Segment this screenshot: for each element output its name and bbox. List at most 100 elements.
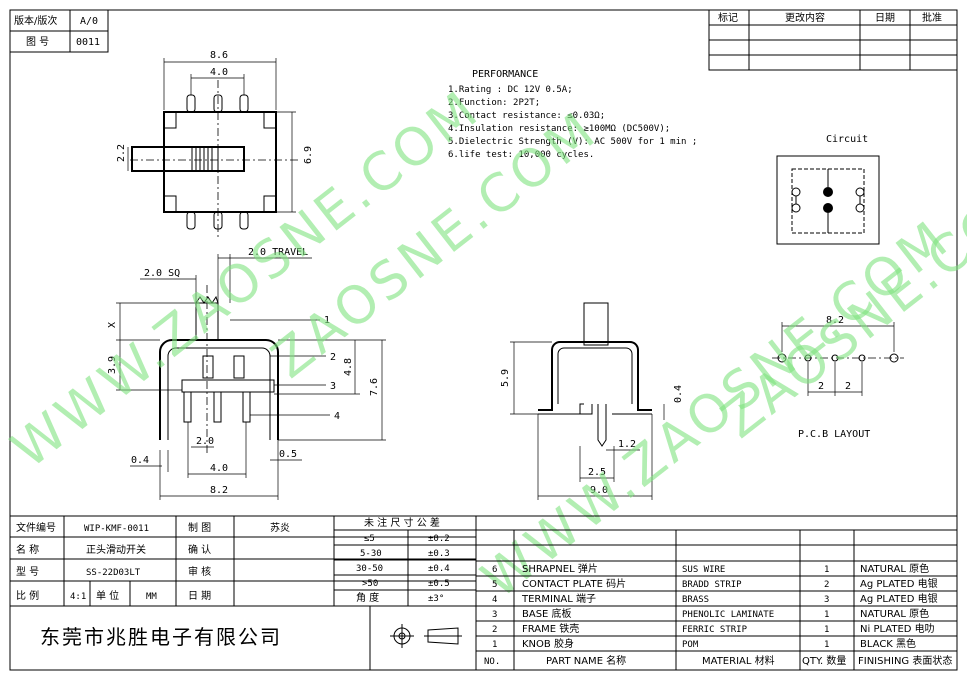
side-view: 5.9 0.4 1.2 2.5 9.0 bbox=[500, 302, 684, 500]
dim-82: 8.2 bbox=[210, 485, 228, 496]
pcb-dim-total: 8.2 bbox=[826, 315, 844, 326]
version-label: 版本/版次 bbox=[14, 14, 57, 27]
dim-x: X bbox=[107, 322, 118, 328]
bom-header-part: PART NAME 名称 bbox=[546, 654, 626, 667]
drawing-no-value: 0011 bbox=[76, 37, 100, 48]
bom-row-4-no: 4 bbox=[492, 595, 497, 605]
info-role-review: 审 核 bbox=[188, 565, 211, 578]
info-role-confirm: 确 认 bbox=[188, 543, 211, 556]
info-label-model: 型 号 bbox=[16, 565, 39, 578]
bom-row-1-qty: 1 bbox=[824, 640, 829, 650]
performance-line-2: 2.Function: 2P2T; bbox=[448, 98, 540, 108]
info-role-draw: 制 图 bbox=[188, 521, 211, 534]
tol-range-1: ≤5 bbox=[364, 534, 375, 544]
callout-2: 2 bbox=[330, 352, 336, 363]
bom-row-5-part: CONTACT PLATE 码片 bbox=[522, 577, 626, 590]
drawing-no-label: 图 号 bbox=[26, 36, 49, 48]
dim-48: 4.8 bbox=[343, 358, 354, 376]
bom-row-3-part: BASE 底板 bbox=[522, 607, 572, 620]
rev-header-mark: 标记 bbox=[718, 12, 738, 24]
callout-1: 1 bbox=[324, 315, 330, 326]
circuit-diagram: Circuit bbox=[776, 134, 880, 245]
front-view: 2.0 SQ 2.0 TRAVEL X 3.9 4.8 7.6 2.0 0.4 bbox=[107, 247, 386, 500]
performance-title: PERFORMANCE bbox=[472, 69, 538, 80]
tol-range-5: 角 度 bbox=[356, 591, 379, 604]
info-value-scale: 4:1 bbox=[70, 592, 86, 602]
revision-table: 标记 更改内容 日期 批准 bbox=[708, 9, 958, 71]
title-block: 版本/版次 A/0 图 号 0011 bbox=[9, 9, 109, 53]
tol-range-3: 30-50 bbox=[356, 564, 383, 574]
dim-12: 1.2 bbox=[618, 439, 636, 450]
tol-range-2: 5-30 bbox=[360, 549, 382, 559]
bom-row-5-qty: 2 bbox=[824, 580, 829, 590]
bom-row-4-finish: Ag PLATED 电银 bbox=[860, 592, 938, 605]
performance-block: PERFORMANCE 1.Rating : DC 12V 0.5A; 2.Fu… bbox=[448, 69, 697, 160]
rev-header-content: 更改内容 bbox=[785, 11, 825, 24]
info-role-date: 日 期 bbox=[188, 590, 211, 602]
bom-row-1-no: 1 bbox=[492, 640, 497, 650]
info-unit-value: MM bbox=[146, 592, 157, 602]
bom-table: 6 SHRAPNEL 弹片 SUS WIRE 1 NATURAL 原色 5 CO… bbox=[476, 529, 957, 670]
tol-range-4: >50 bbox=[362, 579, 378, 589]
performance-line-5: 5.Dielectric Strength (V): AC 500V for 1… bbox=[448, 137, 697, 147]
bom-row-6-qty: 1 bbox=[824, 565, 829, 575]
tol-value-4: ±0.5 bbox=[428, 579, 450, 589]
bom-row-4-part: TERMINAL 端子 bbox=[521, 592, 596, 605]
tol-value-3: ±0.4 bbox=[428, 564, 450, 574]
dim-25: 2.5 bbox=[588, 467, 606, 478]
circuit-label: Circuit bbox=[826, 134, 868, 145]
bom-row-2-no: 2 bbox=[492, 625, 497, 635]
dim-knob: 2.2 bbox=[116, 144, 127, 162]
performance-line-4: 4.Insulation resistance: ≥100MΩ (DC500V)… bbox=[448, 124, 670, 134]
performance-line-1: 1.Rating : DC 12V 0.5A; bbox=[448, 85, 573, 95]
side-dim-04: 0.4 bbox=[673, 385, 684, 403]
bom-row-1-part: KNOB 胶身 bbox=[522, 637, 574, 650]
tol-value-1: ±0.2 bbox=[428, 534, 450, 544]
tol-value-5: ±3° bbox=[428, 594, 444, 604]
top-view: 8.6 4.0 2.2 6.9 bbox=[116, 50, 314, 238]
pcb-dim-pitch-a: 2 bbox=[818, 381, 824, 392]
dim-39: 3.9 bbox=[107, 356, 118, 374]
bom-row-3-no: 3 bbox=[492, 610, 497, 620]
bom-row-2-part: FRAME 铁壳 bbox=[522, 622, 579, 635]
dim-59: 5.9 bbox=[500, 369, 511, 387]
dim-04: 0.4 bbox=[131, 455, 149, 466]
callout-4: 4 bbox=[334, 411, 340, 422]
info-block: 文件编号 WIP-KMF-0011 制 图 苏炎 名 称 正头滑动开关 确 认 … bbox=[9, 515, 958, 671]
pcb-layout: 8.2 2 2 P.C.B LAYOUT bbox=[772, 315, 904, 440]
info-value-name: 正头滑动开关 bbox=[86, 543, 146, 556]
bom-header-material: MATERIAL 材料 bbox=[702, 654, 775, 667]
bom-header-qty: QTY. 数量 bbox=[802, 654, 846, 667]
dim-width: 8.6 bbox=[210, 50, 228, 61]
dim-travel: 2.0 TRAVEL bbox=[248, 247, 308, 258]
dim-sq: 2.0 SQ bbox=[144, 268, 180, 279]
version-value: A/0 bbox=[80, 16, 98, 27]
bom-row-5-material: BRADD STRIP bbox=[682, 580, 742, 590]
dim-05: 0.5 bbox=[279, 449, 297, 460]
bom-row-5-no: 5 bbox=[492, 580, 497, 590]
bom-row-6-no: 6 bbox=[492, 565, 497, 575]
bom-row-4-material: BRASS bbox=[682, 595, 709, 605]
bom-row-5-finish: Ag PLATED 电银 bbox=[860, 577, 938, 590]
dim-20: 2.0 bbox=[196, 436, 214, 447]
dim-height: 6.9 bbox=[303, 146, 314, 164]
bom-row-6-part: SHRAPNEL 弹片 bbox=[522, 562, 598, 575]
bom-row-2-material: FERRIC STRIP bbox=[682, 625, 748, 635]
performance-line-3: 3.Contact resistance: ≤0.03Ω; bbox=[448, 111, 605, 121]
tolerance-table: 未 注 尺 寸 公 差 ≤5 ±0.2 5-30 ±0.3 30-50 ±0.4… bbox=[334, 516, 476, 606]
tol-value-2: ±0.3 bbox=[428, 549, 450, 559]
company-name: 东莞市兆胜电子有限公司 bbox=[40, 625, 282, 649]
bom-row-3-material: PHENOLIC LAMINATE bbox=[682, 610, 774, 620]
dim-90: 9.0 bbox=[590, 485, 608, 496]
bom-row-1-finish: BLACK 黑色 bbox=[860, 637, 916, 650]
bom-row-3-finish: NATURAL 原色 bbox=[860, 607, 929, 620]
bom-row-3-qty: 1 bbox=[824, 610, 829, 620]
info-value-file-no: WIP-KMF-0011 bbox=[84, 524, 149, 534]
rev-header-approve: 批准 bbox=[922, 11, 942, 24]
projection-symbol bbox=[390, 624, 462, 648]
dim-40: 4.0 bbox=[210, 463, 228, 474]
dim-76: 7.6 bbox=[369, 378, 380, 396]
dim-pin-span: 4.0 bbox=[210, 67, 228, 78]
bom-row-2-finish: Ni PLATED 电叻 bbox=[860, 622, 935, 635]
